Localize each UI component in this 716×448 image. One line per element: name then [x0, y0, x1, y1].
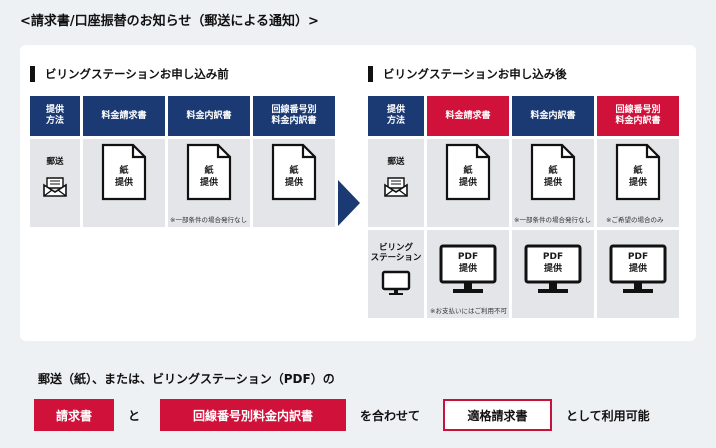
before-doc-invoice: 紙 提供	[101, 143, 147, 201]
heading-bar	[30, 66, 35, 82]
before-header-breakdown-text: 料金内訳書	[186, 110, 232, 121]
before-header-method: 提供 方法	[30, 96, 80, 136]
after-doc-breakdown-text: 紙 提供	[543, 166, 562, 189]
before-row-label: 郵送	[30, 157, 80, 198]
after-header-breakdown-text: 料金内訳書	[530, 110, 576, 121]
before-header-breakdown: 料金内訳書	[168, 96, 250, 136]
tag-qualified-invoice: 適格請求書	[443, 399, 552, 431]
after-pc-breakdown-text: PDF 提供	[542, 252, 564, 274]
after-header-line-breakdown-text: 回線番号別 料金内訳書	[615, 105, 661, 126]
summary-and: と	[128, 408, 141, 423]
monitor-icon	[381, 270, 411, 295]
paper-document-icon	[101, 143, 147, 201]
before-note: ※一部条件の場合発行なし	[170, 216, 247, 224]
after-heading-text: ビリングステーションお申し込み後	[383, 67, 567, 81]
before-doc-line-breakdown: 紙 提供	[271, 143, 317, 201]
after-header-method-text: 提供 方法	[386, 105, 405, 126]
after-doc-invoice: 紙 提供	[445, 143, 491, 201]
after-row1-note-1: ※一部条件の場合発行なし	[514, 216, 591, 224]
summary-tail: として利用可能	[566, 408, 650, 423]
paper-document-icon	[445, 143, 491, 201]
after-pc-invoice-text: PDF 提供	[457, 252, 479, 274]
summary-line: 郵送（紙）、または、ビリングステーション（PDF）の	[38, 372, 335, 386]
after-doc-invoice-text: 紙 提供	[458, 166, 477, 189]
before-heading-text: ビリングステーションお申し込み前	[45, 67, 229, 81]
paper-document-icon	[530, 143, 576, 201]
mail-icon	[384, 177, 408, 197]
tag-line-breakdown: 回線番号別料金内訳書	[160, 399, 346, 431]
before-doc-line-breakdown-text: 紙 提供	[284, 166, 303, 189]
after-pc-invoice: PDF 提供	[439, 244, 497, 300]
after-pc-line-breakdown-text: PDF 提供	[627, 252, 649, 274]
heading-bar	[368, 66, 373, 82]
after-heading: ビリングステーションお申し込み後	[368, 66, 567, 82]
after-row2-label: ビリング ステーション	[368, 243, 424, 296]
after-doc-line-breakdown-text: 紙 提供	[628, 166, 647, 189]
summary-combine: を合わせて	[360, 408, 421, 423]
before-header-invoice-text: 料金請求書	[101, 110, 147, 121]
paper-document-icon	[615, 143, 661, 201]
after-row1-label-text: 郵送	[387, 157, 405, 167]
paper-document-icon	[271, 143, 317, 201]
before-doc-breakdown-text: 紙 提供	[199, 166, 218, 189]
before-doc-breakdown: 紙 提供	[186, 143, 232, 201]
after-pc-line-breakdown: PDF 提供	[609, 244, 667, 300]
before-header-method-text: 提供 方法	[45, 105, 64, 126]
before-header-line-breakdown-text: 回線番号別 料金内訳書	[271, 105, 317, 126]
pdf-monitor-icon	[439, 244, 497, 293]
page-title: <請求書/口座振替のお知らせ（郵送による通知）>	[20, 14, 319, 29]
after-row2-note: ※お支払いにはご利用不可	[430, 307, 507, 315]
pdf-monitor-icon	[609, 244, 667, 293]
mail-icon	[43, 177, 67, 197]
after-header-invoice: 料金請求書	[427, 96, 509, 136]
after-doc-line-breakdown: 紙 提供	[615, 143, 661, 201]
after-row2-label-text: ビリング ステーション	[370, 243, 422, 263]
after-header-invoice-text: 料金請求書	[445, 110, 491, 121]
after-header-method: 提供 方法	[368, 96, 424, 136]
after-row1-label: 郵送	[368, 157, 424, 198]
after-pc-breakdown: PDF 提供	[524, 244, 582, 300]
before-doc-invoice-text: 紙 提供	[114, 166, 133, 189]
after-header-breakdown: 料金内訳書	[512, 96, 594, 136]
paper-document-icon	[186, 143, 232, 201]
before-row-label-text: 郵送	[46, 157, 64, 167]
arrow-right-icon	[338, 180, 360, 226]
after-doc-breakdown: 紙 提供	[530, 143, 576, 201]
before-header-invoice: 料金請求書	[83, 96, 165, 136]
tag-invoice: 請求書	[34, 399, 114, 431]
before-header-line-breakdown: 回線番号別 料金内訳書	[253, 96, 335, 136]
after-row1-note-2: ※ご希望の場合のみ	[606, 216, 664, 224]
after-header-line-breakdown: 回線番号別 料金内訳書	[597, 96, 679, 136]
before-heading: ビリングステーションお申し込み前	[30, 66, 229, 82]
pdf-monitor-icon	[524, 244, 582, 293]
